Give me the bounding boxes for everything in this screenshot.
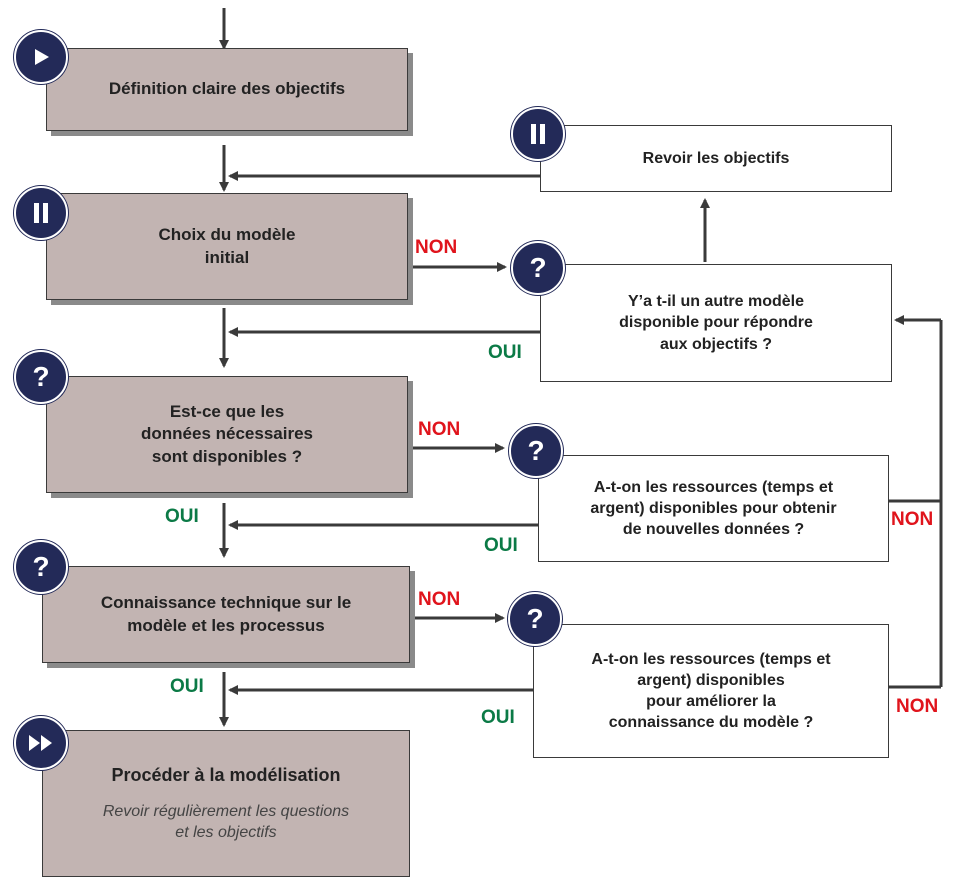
step-knowledge-line2: modèle et les processus: [127, 615, 325, 635]
question-icon: ?: [14, 540, 68, 594]
step-knowledge-question: Connaissance technique sur le modèle et …: [42, 566, 410, 663]
step-proceed-note2: et les objectifs: [175, 824, 277, 842]
resources-knowledge-line1: A-t-on les ressources (temps et: [591, 650, 831, 668]
pause-icon: [511, 107, 565, 161]
resources-data-line1: A-t-on les ressources (temps et: [593, 478, 834, 496]
non-label: NON: [415, 237, 458, 258]
question-icon: ?: [509, 424, 563, 478]
resources-data-line2: argent) disponibles pour obtenir: [590, 499, 837, 517]
question-icon: ?: [14, 350, 68, 404]
step-data-line2: données nécessaires: [141, 424, 313, 444]
step-proceed-title: Procéder à la modélisation: [111, 764, 341, 785]
resources-data-question-box: A-t-on les ressources (temps et argent) …: [538, 455, 889, 562]
review-objectives-label: Revoir les objectifs: [642, 149, 790, 167]
step-model-choice: Choix du modèle initial: [46, 193, 408, 300]
non-label: NON: [418, 419, 461, 440]
step-data-question: Est-ce que les données nécessaires sont …: [46, 376, 408, 493]
step-data-line3: sont disponibles ?: [151, 446, 303, 466]
fast-forward-icon: [14, 716, 68, 770]
resources-data-line3: de nouvelles données ?: [622, 521, 805, 539]
other-model-line2: disponible pour répondre: [619, 314, 813, 332]
step-model-line1: Choix du modèle: [158, 225, 296, 245]
step-proceed: Procéder à la modélisation Revoir réguli…: [42, 730, 410, 877]
resources-knowledge-line4: connaissance du modèle ?: [608, 714, 814, 732]
non-label: NON: [891, 509, 934, 530]
step-knowledge-line1: Connaissance technique sur le: [100, 593, 352, 613]
step-objectives: Définition claire des objectifs: [46, 48, 408, 131]
step-objectives-label: Définition claire des objectifs: [108, 79, 346, 99]
play-icon: [14, 30, 68, 84]
non-label: NON: [896, 696, 939, 717]
step-proceed-note1: Revoir régulièrement les questions: [102, 803, 350, 821]
resources-knowledge-line2: argent) disponibles: [637, 671, 785, 689]
other-model-line3: aux objectifs ?: [659, 335, 773, 353]
pause-icon: [14, 186, 68, 240]
resources-knowledge-line3: pour améliorer la: [646, 693, 776, 710]
question-icon: ?: [508, 592, 562, 646]
non-label: NON: [418, 589, 461, 610]
review-objectives-box: Revoir les objectifs: [540, 125, 892, 192]
step-data-line1: Est-ce que les: [169, 401, 285, 421]
other-model-question-box: Y’a t-il un autre modèle disponible pour…: [540, 264, 892, 382]
oui-label: OUI: [481, 707, 515, 728]
question-icon: ?: [511, 241, 565, 295]
resources-knowledge-question-box: A-t-on les ressources (temps et argent) …: [533, 624, 889, 758]
step-model-line2: initial: [204, 247, 250, 267]
oui-label: OUI: [165, 506, 199, 527]
oui-label: OUI: [484, 535, 518, 556]
oui-label: OUI: [170, 676, 204, 697]
oui-label: OUI: [488, 342, 522, 363]
other-model-line1: Y’a t-il un autre modèle: [627, 293, 805, 311]
